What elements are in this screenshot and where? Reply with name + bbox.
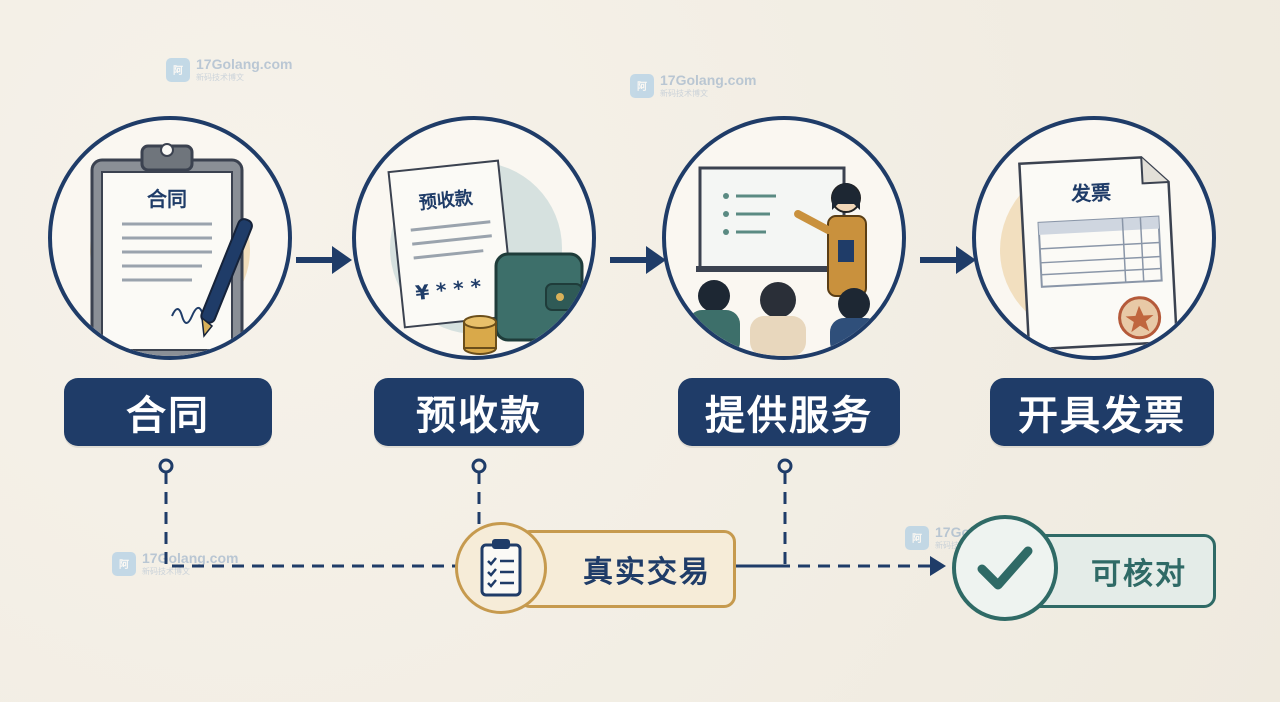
watermark-logo-icon: 阿 (166, 57, 190, 82)
watermark-sub: 新码技术博文 (196, 73, 244, 82)
step-label-contract: 合同 (64, 378, 272, 446)
watermark-text: 17Golang.com (660, 72, 757, 88)
watermark-logo-icon: 阿 (905, 525, 929, 550)
step-payment-illustration: 预收款 ¥ * * * (352, 116, 596, 360)
watermark-logo-icon: 阿 (630, 73, 654, 98)
real-transaction-badge: 真实交易 (518, 530, 736, 608)
seal-icon (1118, 296, 1162, 340)
invoice-icon: 发票 (1000, 156, 1179, 351)
watermark-text: 17Golang.com (196, 56, 293, 72)
contract-doc-title: 合同 (147, 187, 187, 211)
checklist-icon (455, 522, 547, 614)
coins-icon (463, 315, 497, 355)
step-contract-illustration: 合同 (48, 116, 292, 360)
step-invoice-illustration: 发票 (972, 116, 1216, 360)
step-label-service: 提供服务 (678, 378, 900, 446)
checkmark-icon (952, 515, 1058, 621)
invoice-doc-title: 发票 (1069, 180, 1111, 206)
clipboard-icon: 合同 (90, 143, 253, 356)
presenter-icon (794, 183, 867, 297)
step-label-invoice: 开具发票 (990, 378, 1214, 446)
watermark-logo-icon: 阿 (112, 551, 136, 576)
flow-arrow (920, 246, 976, 274)
watermark-sub: 新码技术博文 (142, 567, 190, 576)
flow-arrow (610, 246, 666, 274)
watermark-sub: 新码技术博文 (660, 89, 708, 98)
step-label-payment: 预收款 (374, 378, 584, 446)
pen-icon (200, 218, 253, 338)
flow-arrow (296, 246, 352, 274)
